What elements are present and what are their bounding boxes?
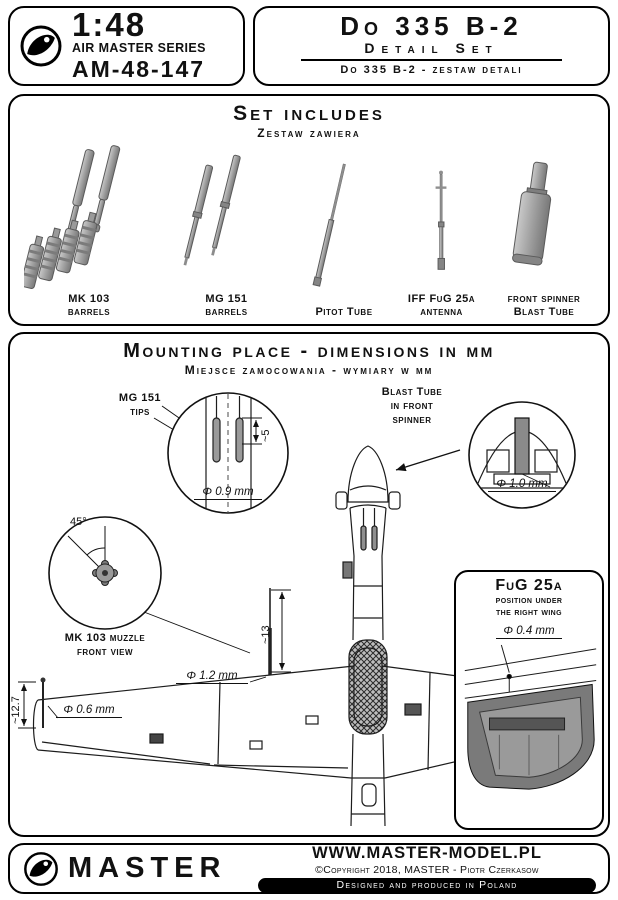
part-label: MG 151 barrels [205, 293, 247, 321]
part-label-line1: front spinner [507, 292, 581, 305]
part-label-line1: IFF FuG 25a [407, 292, 476, 305]
header-title-panel: Do 335 B-2 Detail Set Do 335 B-2 - zesta… [253, 6, 610, 86]
aircraft-top-view-drawing [18, 392, 576, 827]
blast-tube-label-line1: Blast Tube [381, 386, 443, 398]
set-includes-subtitle: Zestaw zawiera [257, 126, 361, 141]
dim-12-label: Φ 1.2 mm [176, 670, 248, 684]
part-label: MK 103 barrels [68, 293, 110, 321]
blast-tube-label-line2: in front [390, 399, 434, 412]
blast-tube-label: Blast Tube in front spinner [362, 386, 462, 427]
header-brand-text: 1:48 AIR MASTER SERIES AM-48-147 [72, 5, 206, 83]
brand-name: MASTER [68, 852, 227, 884]
mg151-tips-label-line1: MG 151 [118, 392, 162, 404]
dim-127-label: ~12.7 [10, 696, 22, 724]
mg151-tips-label: MG 151 tips [108, 392, 172, 420]
master-logo-icon [22, 850, 60, 888]
scale-label: 1:48 [72, 5, 147, 43]
mounting-subtitle: Miejsce zamocowania - wymiary w mm [184, 363, 434, 377]
mounting-title: Mounting place - dimensions in mm [123, 340, 495, 362]
title-divider [300, 59, 563, 61]
iff-antenna-image [435, 170, 446, 270]
pitot-tube-image [312, 164, 346, 288]
part-label-line1: MK 103 [68, 292, 110, 305]
part-label-line2: Blast Tube [513, 306, 575, 319]
website-url: WWW.MASTER-MODEL.PL [312, 844, 542, 862]
footer: MASTER WWW.MASTER-MODEL.PL ©Copyright 20… [8, 843, 610, 894]
fug25a-panel: FuG 25a position under the right wing Φ … [454, 570, 604, 830]
master-logo-icon [18, 23, 64, 69]
dim-04-label: Φ 0.4 mm [496, 625, 562, 639]
mounting-drawing-area: MG 151 tips ~5 Φ 0.9 mm Blast Tube in fr… [10, 386, 607, 830]
part-iff-antenna: IFF FuG 25a antenna [407, 145, 477, 321]
product-code: AM-48-147 [72, 56, 206, 83]
fug25a-subtitle: position under the right wing [456, 595, 602, 620]
dim-09-label: Φ 0.9 mm [194, 486, 262, 500]
fug25a-title: FuG 25a [495, 577, 563, 594]
dim-06-label: Φ 0.6 mm [56, 704, 122, 718]
blast-tube-image [512, 161, 552, 266]
mg151-barrels-image [183, 154, 241, 266]
part-label: IFF FuG 25a antenna [408, 293, 475, 321]
mk103-muzzle-label: MK 103 muzzle front view [30, 632, 180, 660]
dim-10-label: Φ 1.0 mm [488, 478, 556, 492]
part-blast-tube: front spinner Blast Tube [494, 145, 594, 321]
fug25a-subtitle-line1: position under [495, 594, 563, 606]
product-subtitle: Detail Set [364, 40, 499, 56]
mg151-tips-label-line2: tips [130, 405, 150, 418]
part-label-line2: barrels [67, 306, 111, 319]
part-pitot-tube: Pitot Tube [299, 158, 389, 320]
product-title: Do 335 B-2 [340, 11, 523, 41]
mounting-section: Mounting place - dimensions in mm Miejsc… [8, 332, 610, 837]
product-subtitle-pl: Do 335 B-2 - zestaw detali [340, 64, 523, 76]
fug25a-subtitle-line2: the right wing [496, 607, 562, 619]
set-includes-title: Set includes [233, 102, 385, 125]
origin-badge: Designed and produced in Poland [258, 878, 596, 893]
set-includes-section: Set includes Zestaw zawiera [8, 94, 610, 326]
fug25a-wing-drawing [464, 644, 597, 790]
part-label-line2: antenna [420, 306, 463, 319]
mk103-muzzle-label-line1: MK 103 muzzle [64, 632, 146, 644]
parts-row: MK 103 barrels [10, 142, 608, 320]
part-label: Pitot Tube [315, 306, 372, 320]
copyright-text: ©Copyright 2018, MASTER - Piotr Czerkaso… [315, 864, 539, 876]
mk103-barrels-image [24, 144, 121, 289]
part-mg151-barrels: MG 151 barrels [172, 145, 282, 321]
dim-13-label: ~13 [260, 625, 272, 644]
part-label: front spinner Blast Tube [508, 293, 581, 321]
footer-info: WWW.MASTER-MODEL.PL ©Copyright 2018, MAS… [258, 844, 596, 893]
blast-tube-label-line3: spinner [392, 413, 432, 426]
dim-5-label: ~5 [260, 429, 272, 442]
part-label-line1: Pitot Tube [315, 306, 373, 319]
header-brand-panel: 1:48 AIR MASTER SERIES AM-48-147 [8, 6, 245, 86]
part-label-line2: barrels [205, 306, 248, 319]
part-mk103-barrels: MK 103 barrels [24, 144, 154, 321]
mk103-muzzle-label-line2: front view [76, 645, 134, 658]
series-label: AIR MASTER SERIES [72, 41, 206, 56]
angle-45-label: 45° [70, 516, 87, 528]
part-label-line1: MG 151 [205, 292, 248, 305]
